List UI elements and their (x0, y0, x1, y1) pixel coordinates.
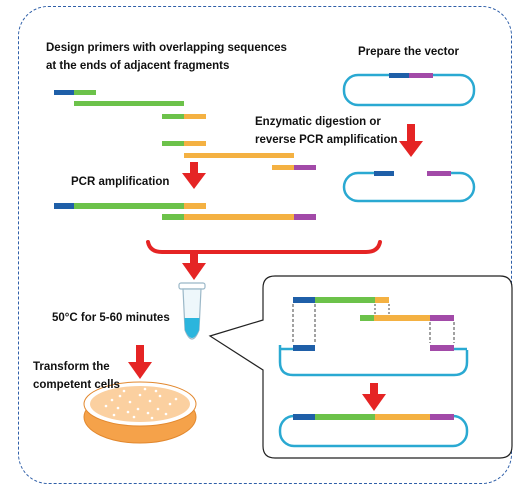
fragment-purple-primer (294, 165, 316, 170)
pcr-product-orange (184, 203, 206, 209)
callout-vector-purple (430, 345, 454, 351)
pcr-product-purple (294, 214, 316, 220)
transform-label-line-2: competent cells (33, 379, 120, 391)
callout-orange-2 (374, 315, 430, 321)
fragment-orange-primer-2 (184, 141, 206, 146)
design-primers-label-line-2: at the ends of adjacent fragments (46, 60, 230, 72)
fragment-green-long (74, 101, 184, 106)
fragment-green-primer-3 (162, 141, 184, 146)
assembled-orange (375, 414, 430, 420)
pcr-product-blue (54, 203, 74, 209)
fragment-orange-primer (184, 114, 206, 119)
annealing-fragments (278, 297, 469, 377)
red-down-arrow-icon (182, 162, 206, 189)
callout-vector-blue (293, 345, 315, 351)
fragment-orange-primer-3 (272, 165, 294, 170)
incubation-label: 50°C for 5-60 minutes (52, 312, 170, 324)
pcr-product-green-2 (162, 214, 184, 220)
fragment-green-primer-2 (162, 114, 184, 119)
fragment-blue-primer (54, 90, 74, 95)
transform-label-line-1: Transform the (33, 361, 110, 373)
petri-dish-icon (83, 381, 197, 444)
digestion-label-line-1: Enzymatic digestion or (255, 116, 381, 128)
assembled-blue (293, 414, 315, 420)
callout-blue-end (293, 297, 315, 303)
pcr-product-green (74, 203, 184, 209)
red-down-arrow-icon (128, 345, 152, 379)
microcentrifuge-tube-icon (178, 282, 206, 340)
red-down-arrow-icon (362, 383, 386, 411)
outer-dashed-frame (18, 6, 512, 484)
assembled-purple (430, 414, 454, 420)
design-primers-label-line-1: Design primers with overlapping sequence… (46, 42, 287, 54)
assembled-plasmid-icon (278, 414, 469, 448)
pcr-product-orange-2 (184, 214, 294, 220)
callout-green (315, 297, 375, 303)
assembly-callout (208, 275, 513, 459)
fragment-orange-long (184, 153, 294, 158)
callout-orange-end (375, 297, 389, 303)
callout-purple-end (430, 315, 454, 321)
linearized-vector-icon (342, 171, 476, 203)
red-down-arrow-icon (399, 124, 423, 157)
fragment-green-primer (74, 90, 96, 95)
plasmid-vector-icon (342, 73, 476, 107)
pcr-products (54, 203, 316, 220)
assembled-green (315, 414, 375, 420)
pcr-amplification-label: PCR amplification (71, 176, 170, 188)
digestion-label-line-2: reverse PCR amplification (255, 134, 398, 146)
callout-green-2 (360, 315, 374, 321)
prepare-vector-label: Prepare the vector (358, 46, 459, 58)
primer-design-fragments (54, 90, 316, 170)
combine-bracket (146, 240, 382, 280)
